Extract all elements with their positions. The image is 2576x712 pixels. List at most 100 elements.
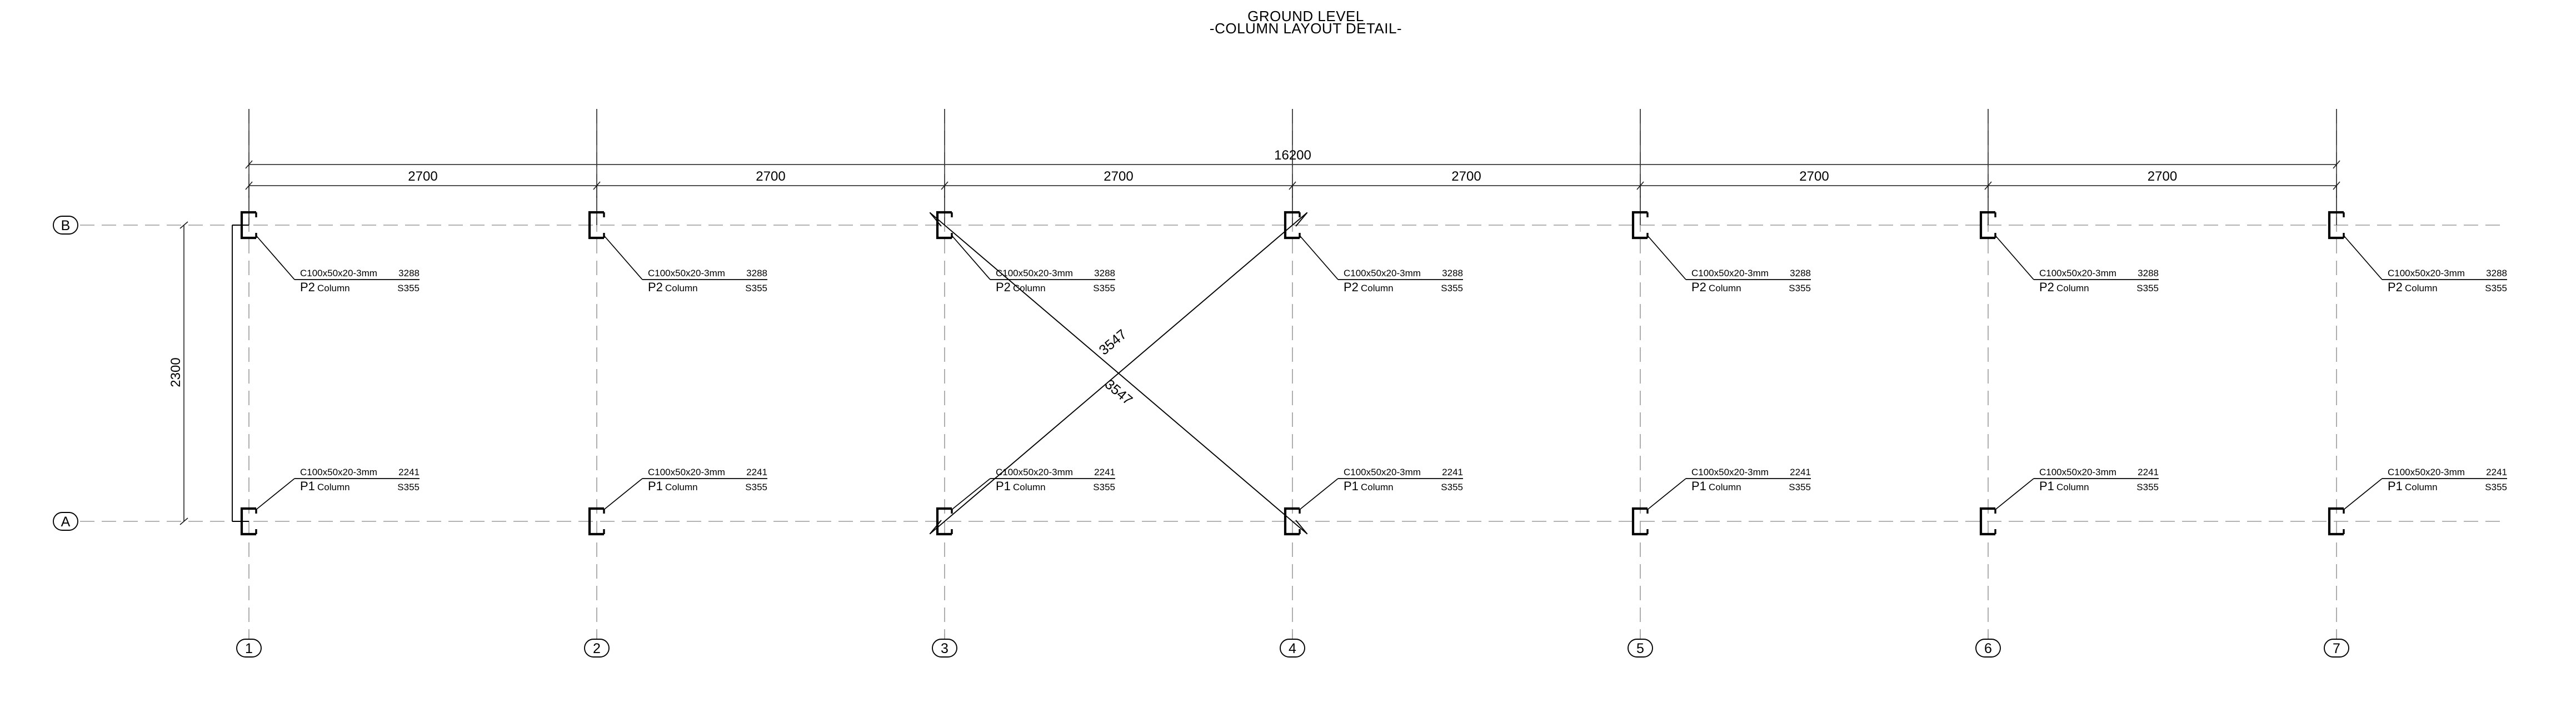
column-section-glyph-layer bbox=[240, 211, 2345, 536]
drawing-title-line2: -COLUMN LAYOUT DETAIL- bbox=[1210, 20, 1402, 37]
column-tag-leader-upper-4 bbox=[1300, 236, 1339, 280]
column-tag-type-lower-4: Column bbox=[1361, 482, 1394, 492]
column-tag-leader-lower-2 bbox=[604, 478, 643, 510]
bay-dimension-label-3: 2700 bbox=[1104, 169, 1133, 184]
column-tag-grade-lower-1: S355 bbox=[397, 482, 420, 492]
column-section-glyph-B7 bbox=[2328, 211, 2344, 240]
column-tag-length-upper-7: 3288 bbox=[2486, 268, 2507, 278]
grid-bubble-column-4[interactable] bbox=[1280, 639, 1305, 658]
column-tag-type-lower-1: Column bbox=[317, 482, 350, 492]
column-tag-mark-upper-3: P2 bbox=[996, 280, 1011, 294]
column-tag-section-lower-2: C100x50x20-3mm bbox=[648, 467, 725, 477]
column-tag-leader-lower-4 bbox=[1300, 478, 1339, 510]
column-tag-section-lower-7: C100x50x20-3mm bbox=[2388, 467, 2465, 477]
bay-dimension-label-2: 2700 bbox=[756, 169, 785, 184]
brace-tip-leg bbox=[1295, 212, 1308, 227]
grid-bubble-column-3[interactable] bbox=[932, 639, 957, 658]
grid-bubble-column-7-label: 7 bbox=[2333, 641, 2340, 656]
column-tag-type-lower-7: Column bbox=[2405, 482, 2438, 492]
grid-bubble-row-B-label: B bbox=[61, 218, 71, 233]
column-tag-mark-lower-1: P1 bbox=[300, 479, 315, 493]
column-tag-leader-lower-6 bbox=[1995, 478, 2034, 510]
brace-tip-leg bbox=[929, 520, 942, 535]
grid-bubble-column-5[interactable] bbox=[1628, 639, 1653, 658]
column-tag-mark-upper-4: P2 bbox=[1344, 280, 1359, 294]
column-tag-leader-upper-6 bbox=[1995, 236, 2034, 280]
column-tag-mark-upper-7: P2 bbox=[2388, 280, 2403, 294]
column-section-glyph-A4 bbox=[1284, 507, 1300, 536]
grid-bubble-row-A-label: A bbox=[61, 514, 71, 530]
column-tag-grade-upper-3: S355 bbox=[1093, 283, 1115, 293]
column-tag-grade-upper-6: S355 bbox=[2136, 283, 2159, 293]
column-tag-section-upper-6: C100x50x20-3mm bbox=[2039, 268, 2116, 278]
grid-bubble-column-1[interactable] bbox=[236, 639, 262, 658]
dimension-tick bbox=[2333, 160, 2340, 169]
column-tag-section-upper-4: C100x50x20-3mm bbox=[1344, 268, 1421, 278]
column-tag-mark-upper-2: P2 bbox=[648, 280, 663, 294]
column-tag-section-upper-7: C100x50x20-3mm bbox=[2388, 268, 2465, 278]
column-tag-type-upper-5: Column bbox=[1709, 283, 1741, 293]
column-tag-length-upper-1: 3288 bbox=[398, 268, 420, 278]
column-tag-grade-upper-2: S355 bbox=[745, 283, 767, 293]
column-tag-grade-lower-7: S355 bbox=[2485, 482, 2507, 492]
column-section-glyph-A2 bbox=[588, 507, 604, 536]
grid-bubble-column-2[interactable] bbox=[584, 639, 610, 658]
grid-bubble-row-A[interactable] bbox=[53, 512, 78, 531]
column-tag-mark-upper-5: P2 bbox=[1691, 280, 1706, 294]
dimension-tick bbox=[179, 221, 188, 229]
grid-bubble-column-6-label: 6 bbox=[1984, 641, 1992, 656]
grid-bubble-column-6[interactable] bbox=[1975, 639, 2001, 658]
column-tag-leader-upper-2 bbox=[604, 236, 643, 280]
grid-bubble-column-2-label: 2 bbox=[593, 641, 601, 656]
grid-bubble-row-B[interactable] bbox=[53, 216, 78, 235]
column-section-glyph-A1 bbox=[240, 507, 256, 536]
bay-dimension-label-5: 2700 bbox=[1799, 169, 1829, 184]
column-tag-type-lower-2: Column bbox=[665, 482, 698, 492]
grid-lines-layer bbox=[58, 109, 2500, 634]
grid-bubble-column-1-label: 1 bbox=[245, 641, 253, 656]
column-section-glyph-B6 bbox=[1979, 211, 1995, 240]
column-tag-leader-lower-3 bbox=[952, 478, 991, 510]
column-tag-section-lower-3: C100x50x20-3mm bbox=[996, 467, 1073, 477]
column-section-glyph-B2 bbox=[588, 211, 604, 240]
brace-diagonal-falling bbox=[929, 212, 1308, 535]
column-tag-leader-upper-5 bbox=[1648, 236, 1686, 280]
column-tag-mark-upper-6: P2 bbox=[2039, 280, 2054, 294]
column-tag-mark-lower-7: P1 bbox=[2388, 479, 2403, 493]
bay-dimension-label-6: 2700 bbox=[2148, 169, 2177, 184]
column-tag-leader-upper-3 bbox=[952, 236, 991, 280]
grid-bubble-column-5-label: 5 bbox=[1636, 641, 1644, 656]
column-tag-length-lower-6: 2241 bbox=[2138, 467, 2159, 477]
column-tag-grade-upper-7: S355 bbox=[2485, 283, 2507, 293]
brace-tip-leg bbox=[1295, 520, 1308, 535]
column-tag-section-upper-2: C100x50x20-3mm bbox=[648, 268, 725, 278]
grid-bubble-column-7[interactable] bbox=[2324, 639, 2349, 658]
column-section-glyph-B3 bbox=[936, 211, 952, 240]
column-section-glyph-A7 bbox=[2328, 507, 2344, 536]
column-tag-length-upper-2: 3288 bbox=[746, 268, 767, 278]
column-tag-grade-lower-6: S355 bbox=[2136, 482, 2159, 492]
column-tag-type-upper-6: Column bbox=[2056, 283, 2089, 293]
column-tag-leader-lower-1 bbox=[256, 478, 295, 510]
brace-tip-leg bbox=[929, 212, 942, 227]
column-tag-length-lower-3: 2241 bbox=[1094, 467, 1115, 477]
column-tag-leader-lower-5 bbox=[1648, 478, 1686, 510]
brace-length-label-2: 3547 bbox=[1102, 376, 1136, 408]
column-section-glyph-A3 bbox=[936, 507, 952, 536]
column-tag-section-lower-6: C100x50x20-3mm bbox=[2039, 467, 2116, 477]
bay-dimension-label-4: 2700 bbox=[1451, 169, 1481, 184]
column-tag-type-upper-4: Column bbox=[1361, 283, 1394, 293]
drawing-title-line1: GROUND LEVEL bbox=[1247, 8, 1364, 24]
column-tag-mark-lower-2: P1 bbox=[648, 479, 663, 493]
column-tag-grade-lower-2: S355 bbox=[745, 482, 767, 492]
column-tag-section-upper-3: C100x50x20-3mm bbox=[996, 268, 1073, 278]
column-tag-type-upper-2: Column bbox=[665, 283, 698, 293]
column-tag-length-upper-5: 3288 bbox=[1790, 268, 1811, 278]
column-tag-length-lower-1: 2241 bbox=[398, 467, 420, 477]
column-tag-mark-lower-3: P1 bbox=[996, 479, 1011, 493]
column-section-glyph-B4 bbox=[1284, 211, 1300, 240]
column-tag-type-lower-5: Column bbox=[1709, 482, 1741, 492]
